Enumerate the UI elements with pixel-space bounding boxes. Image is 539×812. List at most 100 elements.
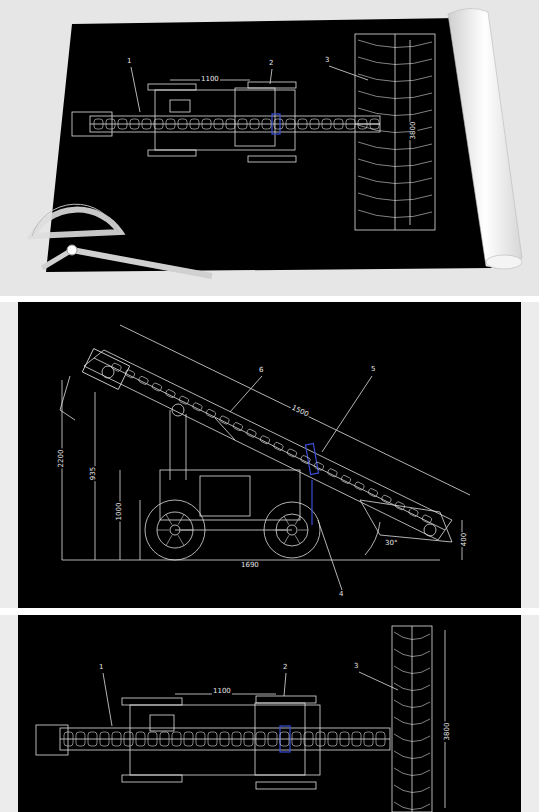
repeat-stroke bbox=[268, 732, 277, 746]
repeat-stroke bbox=[244, 732, 253, 746]
repeat-stroke bbox=[178, 514, 184, 524]
repeat-stroke bbox=[284, 516, 289, 525]
repeat-stroke bbox=[165, 389, 176, 398]
repeat-stroke bbox=[358, 91, 432, 99]
repeat-stroke bbox=[94, 119, 103, 129]
repeat-stroke bbox=[208, 732, 217, 746]
repeat-stroke bbox=[138, 376, 149, 385]
repeat-stroke bbox=[314, 462, 325, 471]
repeat-stroke bbox=[316, 732, 325, 746]
repeat-stroke bbox=[233, 422, 244, 431]
repeat-stroke bbox=[160, 732, 169, 746]
callout-number: 1 bbox=[98, 664, 104, 671]
repeat-stroke bbox=[364, 732, 373, 746]
repeat-stroke bbox=[111, 363, 122, 372]
repeat-stroke bbox=[334, 119, 343, 129]
repeat-stroke bbox=[394, 785, 430, 793]
repeat-stroke bbox=[214, 119, 223, 129]
repeat-stroke bbox=[358, 193, 432, 201]
repeat-stroke bbox=[262, 119, 271, 129]
repeat-stroke bbox=[226, 119, 235, 129]
repeat-stroke bbox=[358, 210, 432, 218]
repeat-stroke bbox=[394, 751, 430, 759]
repeat-stroke bbox=[184, 732, 193, 746]
repeat-stroke bbox=[352, 732, 361, 746]
repeat-stroke bbox=[381, 495, 392, 504]
repeat-stroke bbox=[394, 700, 430, 708]
repeat-stroke bbox=[166, 514, 172, 524]
callout-number: 3 bbox=[353, 663, 359, 670]
repeat-stroke bbox=[154, 119, 163, 129]
callout-number: 4 bbox=[338, 591, 344, 598]
repeat-stroke bbox=[148, 732, 157, 746]
repeat-stroke bbox=[142, 119, 151, 129]
repeat-stroke bbox=[394, 632, 430, 640]
repeat-stroke bbox=[395, 501, 406, 510]
dimension-text: 400 bbox=[461, 532, 468, 547]
dimension-text: 935 bbox=[90, 466, 97, 481]
repeat-stroke bbox=[298, 530, 308, 531]
repeat-stroke bbox=[358, 142, 432, 150]
dimension-text: 1690 bbox=[240, 562, 260, 569]
dimension-text: 1100 bbox=[212, 688, 232, 695]
repeat-stroke bbox=[394, 768, 430, 776]
repeat-stroke bbox=[394, 717, 430, 725]
repeat-stroke bbox=[295, 516, 300, 525]
repeat-stroke bbox=[166, 119, 175, 129]
repeat-stroke bbox=[328, 732, 337, 746]
repeat-stroke bbox=[408, 508, 419, 517]
repeat-stroke bbox=[370, 119, 379, 129]
repeat-stroke bbox=[280, 732, 289, 746]
repeat-stroke bbox=[394, 734, 430, 742]
repeat-stroke bbox=[238, 119, 247, 129]
repeat-stroke bbox=[166, 535, 172, 545]
repeat-stroke bbox=[178, 535, 184, 545]
repeat-stroke bbox=[358, 57, 432, 65]
repeat-stroke bbox=[124, 732, 133, 746]
dimension-text: 3800 bbox=[410, 121, 417, 141]
repeat-stroke bbox=[88, 732, 97, 746]
repeat-stroke bbox=[358, 125, 432, 133]
repeat-stroke bbox=[276, 530, 286, 531]
repeat-stroke bbox=[112, 732, 121, 746]
repeat-stroke bbox=[295, 535, 300, 544]
callout-number: 5 bbox=[370, 366, 376, 373]
repeat-stroke bbox=[179, 396, 190, 405]
repeat-stroke bbox=[202, 119, 211, 129]
repeat-stroke bbox=[327, 468, 338, 477]
repeat-stroke bbox=[340, 732, 349, 746]
dimension-text: 1000 bbox=[116, 502, 123, 522]
repeat-stroke bbox=[358, 159, 432, 167]
dimension-text: 2200 bbox=[58, 449, 65, 469]
repeat-stroke bbox=[274, 119, 283, 129]
repeat-stroke bbox=[130, 119, 139, 129]
repeat-stroke bbox=[152, 382, 163, 391]
repeat-stroke bbox=[181, 530, 193, 531]
callout-number: 2 bbox=[282, 664, 288, 671]
callout-number: 2 bbox=[268, 60, 274, 67]
repeat-stroke bbox=[358, 74, 432, 82]
repeat-stroke bbox=[376, 732, 385, 746]
repeat-stroke bbox=[250, 119, 259, 129]
chain-and-auger-repeats bbox=[64, 40, 432, 810]
repeat-stroke bbox=[192, 402, 203, 411]
repeat-stroke bbox=[284, 535, 289, 544]
repeat-stroke bbox=[190, 119, 199, 129]
repeat-stroke bbox=[118, 119, 127, 129]
repeat-stroke bbox=[246, 429, 257, 438]
callout-number: 3 bbox=[324, 57, 330, 64]
repeat-stroke bbox=[206, 409, 217, 418]
repeat-stroke bbox=[172, 732, 181, 746]
repeat-stroke bbox=[341, 475, 352, 484]
repeat-stroke bbox=[232, 732, 241, 746]
repeat-stroke bbox=[256, 732, 265, 746]
repeat-stroke bbox=[287, 448, 298, 457]
repeat-stroke bbox=[64, 732, 73, 746]
repeat-stroke bbox=[358, 40, 432, 48]
angle-text: 30° bbox=[384, 540, 398, 547]
repeat-stroke bbox=[304, 732, 313, 746]
repeat-stroke bbox=[310, 119, 319, 129]
repeat-stroke bbox=[196, 732, 205, 746]
